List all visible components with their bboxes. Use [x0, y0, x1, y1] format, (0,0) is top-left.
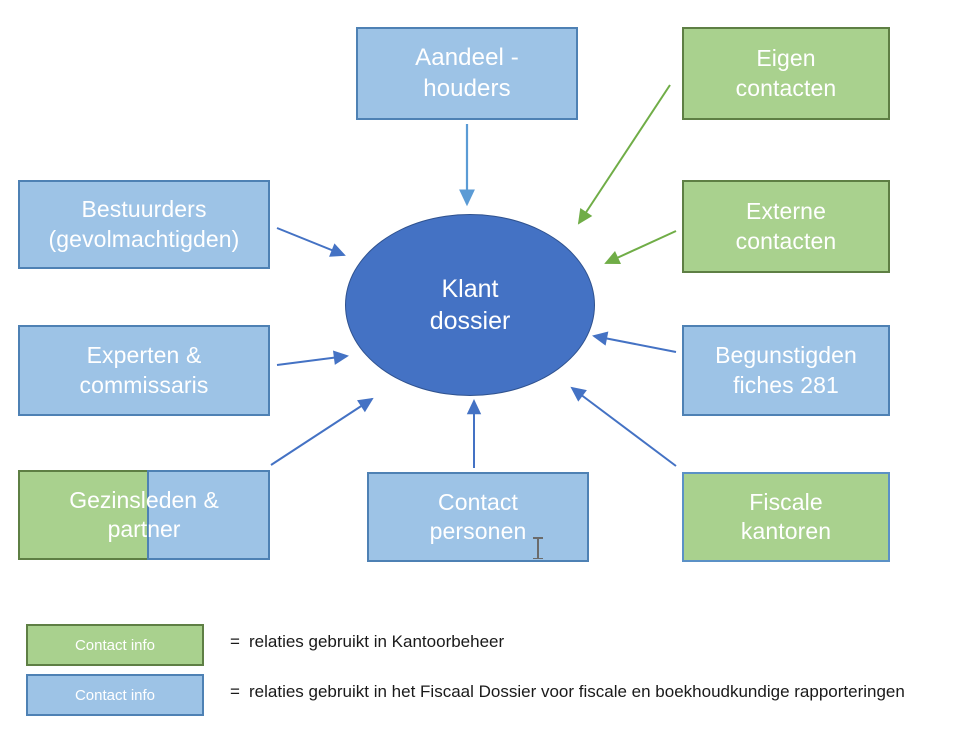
center-node-klant-dossier[interactable]: Klant dossier: [345, 214, 595, 396]
arrow-gezinsleden-to-center: [270, 397, 374, 466]
arrow-eigen-contacten-to-center: [577, 84, 671, 225]
node-gezinsleden-partner-label: Gezinsleden & partner: [69, 486, 219, 542]
node-externe-contacten-label: Externe contacten: [735, 198, 837, 254]
arrow-fiscale-kantoren-to-center: [570, 386, 677, 467]
node-eigen-contacten[interactable]: Eigen contacten: [682, 27, 890, 120]
arrow-externe-contacten-to-center: [604, 230, 677, 265]
node-bestuurders[interactable]: Bestuurders (gevolmachtigden): [18, 180, 270, 269]
legend-swatch-blue-label: Contact info: [74, 686, 156, 704]
legend-description-blue: relaties gebruikt in het Fiscaal Dossier…: [249, 682, 905, 701]
node-aandeelhouders[interactable]: Aandeel - houders: [356, 27, 578, 120]
node-begunstigden-fiches-281[interactable]: Begunstigden fiches 281: [682, 325, 890, 416]
center-node-label: Klant dossier: [429, 274, 511, 336]
node-begunstigden-label: Begunstigden fiches 281: [715, 342, 857, 398]
node-gezinsleden-blue-half: [147, 470, 270, 560]
node-gezinsleden-partner[interactable]: Gezinsleden & partner: [18, 470, 270, 560]
node-eigen-contacten-label: Eigen contacten: [735, 45, 837, 101]
node-bestuurders-label: Bestuurders (gevolmachtigden): [48, 196, 240, 252]
arrow-bestuurders-to-center: [276, 227, 346, 257]
legend-description-green: relaties gebruikt in Kantoorbeheer: [249, 632, 505, 651]
node-contact-personen[interactable]: Contact personen: [367, 472, 589, 562]
legend-swatch-green[interactable]: Contact info: [26, 624, 204, 666]
node-externe-contacten[interactable]: Externe contacten: [682, 180, 890, 273]
node-fiscale-kantoren-label: Fiscale kantoren: [740, 488, 832, 544]
legend-swatch-blue[interactable]: Contact info: [26, 674, 204, 716]
legend-equals-blue: =: [230, 682, 240, 701]
node-experten-commissaris-label: Experten & commissaris: [79, 342, 209, 398]
node-aandeelhouders-label: Aandeel - houders: [415, 43, 519, 102]
node-contact-personen-label: Contact personen: [429, 488, 527, 544]
legend-equals-green: =: [230, 632, 240, 651]
arrow-experten-to-center: [276, 350, 349, 366]
arrow-begunstigden-to-center: [592, 331, 677, 353]
node-experten-commissaris[interactable]: Experten & commissaris: [18, 325, 270, 416]
legend-swatch-green-label: Contact info: [74, 636, 156, 654]
node-fiscale-kantoren[interactable]: Fiscale kantoren: [682, 472, 890, 562]
